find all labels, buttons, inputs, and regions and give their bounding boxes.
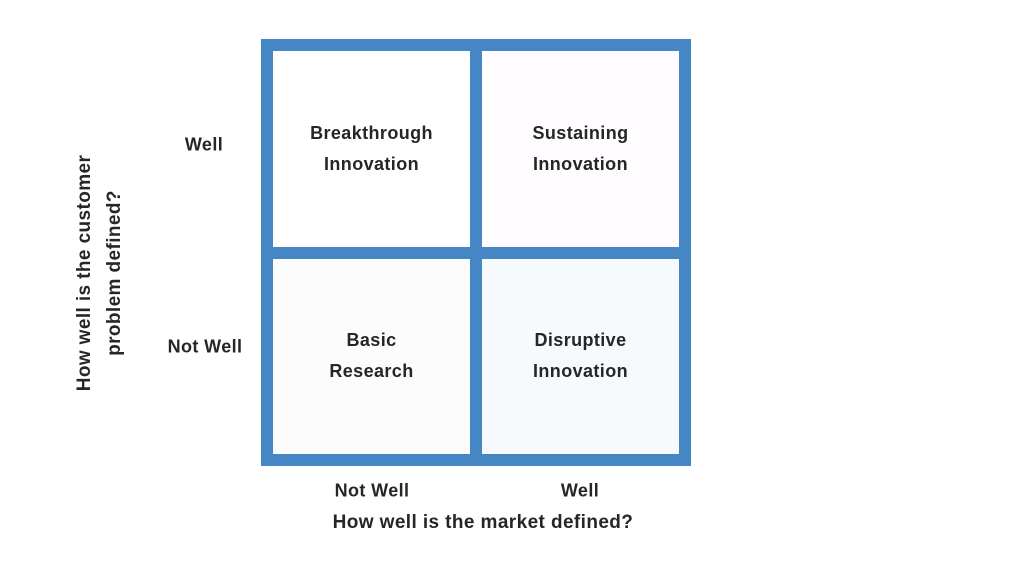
x-axis-tick-well: Well: [560, 480, 600, 501]
x-axis-title: How well is the market defined?: [332, 512, 634, 533]
y-axis-tick-not-well: Not Well: [167, 336, 243, 357]
y-axis-tick-well: Well: [184, 134, 224, 155]
y-axis-title-line2: problem defined?: [104, 190, 125, 356]
quadrant-label-line1: Breakthrough: [310, 122, 433, 143]
quadrant-disruptive-innovation: Disruptive Innovation: [482, 258, 679, 454]
y-axis-title: How well is the customer problem defined…: [70, 155, 130, 392]
quadrant-label: Basic Research: [329, 325, 413, 387]
quadrant-label-line1: Disruptive: [534, 330, 627, 351]
quadrant-label: Disruptive Innovation: [533, 325, 628, 387]
quadrant-label-line1: Basic: [346, 330, 397, 351]
x-axis-tick-not-well: Not Well: [334, 480, 410, 501]
quadrant-breakthrough-innovation: Breakthrough Innovation: [273, 51, 470, 247]
quadrant-label: Breakthrough Innovation: [310, 118, 433, 180]
quadrant-label-line2: Innovation: [532, 153, 628, 174]
quadrant-label-line2: Research: [329, 361, 414, 382]
quadrant-label: Sustaining Innovation: [532, 118, 628, 180]
quadrant-label-line2: Innovation: [533, 361, 628, 382]
quadrant-basic-research: Basic Research: [273, 258, 470, 454]
quadrant-label-line2: Innovation: [324, 153, 419, 174]
matrix-grid: Breakthrough Innovation Sustaining Innov…: [261, 39, 691, 466]
quadrant-sustaining-innovation: Sustaining Innovation: [482, 51, 679, 247]
y-axis-title-line1: How well is the customer: [74, 154, 95, 392]
quadrant-label-line1: Sustaining: [532, 122, 629, 143]
